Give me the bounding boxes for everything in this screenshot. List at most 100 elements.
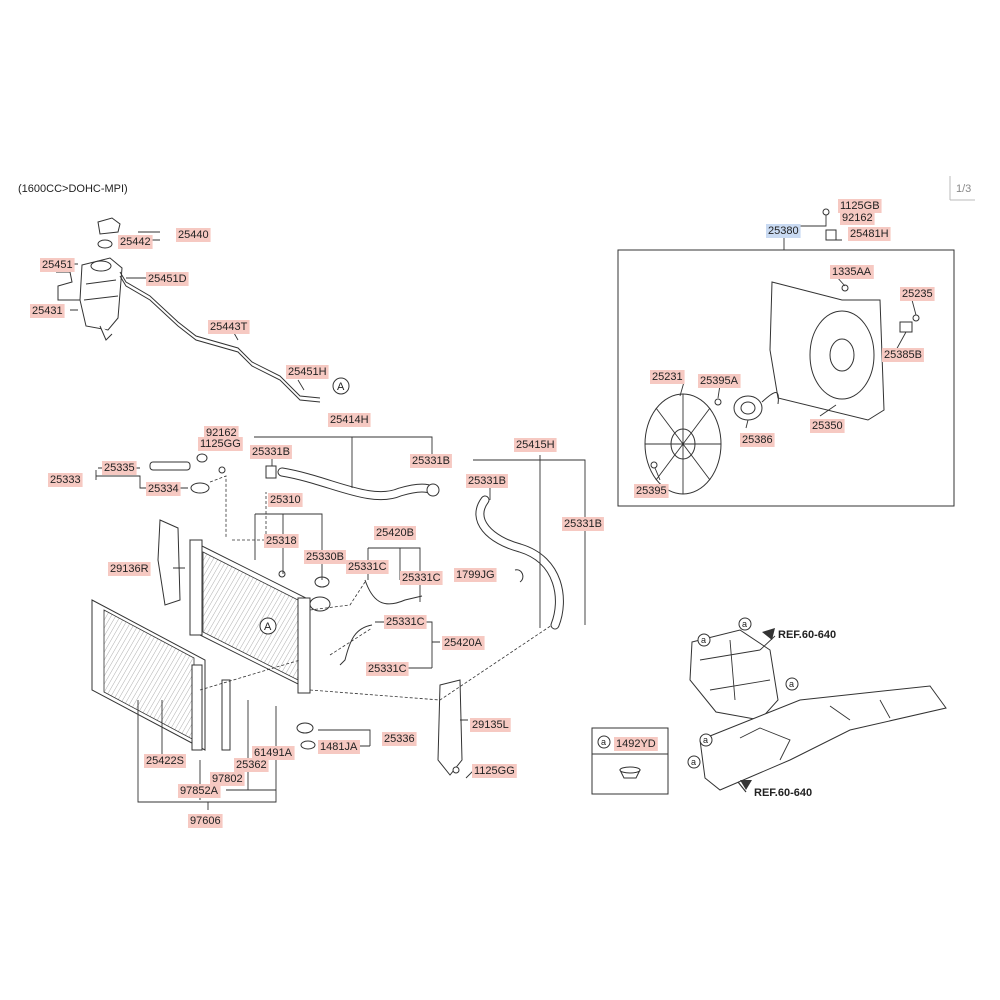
part-number: 25451 [42,259,73,271]
part-label-61491A[interactable]: 61491A [252,746,295,760]
part-label-1481JA[interactable]: 1481JA [318,740,360,754]
part-number: 25333 [50,474,81,486]
part-number: 25334 [148,483,179,495]
callout-a-1[interactable]: a [738,617,752,631]
part-label-92162[interactable]: 92162 [204,426,239,440]
clamp [265,465,277,479]
part-number: 61491A [254,747,293,759]
part-label-1492YD[interactable]: 1492YD [614,737,658,751]
part-label-bg [118,235,153,249]
part-label-25451D[interactable]: 25451D [146,272,189,286]
ref-label-2[interactable]: REF.60-640 [754,787,812,799]
part-label-25310[interactable]: 25310 [268,493,303,507]
part-label-25380[interactable]: 25380 [766,224,801,238]
part-label-1799JG[interactable]: 1799JG [454,568,497,582]
part-label-bg [466,474,508,488]
part-label-25330B[interactable]: 25330B [304,550,346,564]
part-label-25331B[interactable]: 25331B [466,474,508,488]
part-number: 25385B [884,349,922,361]
part-label-25386[interactable]: 25386 [740,433,775,447]
part-label-25335[interactable]: 25335 [102,461,137,475]
part-number: 25331C [386,616,425,628]
part-label-92162[interactable]: 92162 [840,211,875,225]
part-label-1125GB[interactable]: 1125GB [838,199,882,213]
callout-a-5[interactable]: a [687,755,701,769]
callout-a-table[interactable]: a [597,735,611,749]
small-hose-lower [339,624,373,666]
filler-neck [190,482,210,494]
part-label-25442[interactable]: 25442 [118,235,153,249]
part-label-25362[interactable]: 25362 [234,758,269,772]
part-label-1125GG[interactable]: 1125GG [472,764,517,778]
part-label-1125GG[interactable]: 1125GG [198,437,243,451]
callout-a-2[interactable]: a [697,633,711,647]
part-label-bg [208,320,250,334]
part-label-25451H[interactable]: 25451H [286,365,329,379]
callout-A-radiator[interactable]: A [259,617,277,635]
part-label-25440[interactable]: 25440 [176,228,211,242]
part-label-bg [766,224,801,238]
part-number: 25231 [652,371,683,383]
part-label-bg [146,272,189,286]
part-label-bg [328,413,371,427]
part-label-bg [400,571,443,585]
part-label-25331C[interactable]: 25331C [366,662,409,676]
part-label-1335AA[interactable]: 1335AA [830,265,874,279]
part-label-bg [268,493,303,507]
part-label-bg [830,265,874,279]
part-number: 25330B [306,551,344,563]
part-label-25443T[interactable]: 25443T [208,320,250,334]
part-label-25231[interactable]: 25231 [650,370,685,384]
part-number: 25310 [270,494,301,506]
part-label-25331C[interactable]: 25331C [384,615,427,629]
part-label-bg [374,526,416,540]
callout-letter: A [337,381,345,393]
part-label-25481H[interactable]: 25481H [848,227,891,241]
part-label-bg [40,258,75,272]
part-label-97606[interactable]: 97606 [188,814,223,828]
part-label-25451[interactable]: 25451 [40,258,75,272]
part-label-25431[interactable]: 25431 [30,304,65,318]
part-label-25331C[interactable]: 25331C [400,571,443,585]
part-label-25350[interactable]: 25350 [810,419,845,433]
part-label-25415H[interactable]: 25415H [514,438,557,452]
upper-hose [277,467,437,501]
ref-label-1[interactable]: REF.60-640 [778,629,836,641]
part-label-25422S[interactable]: 25422S [144,754,186,768]
part-label-bg [454,568,497,582]
part-label-29135L[interactable]: 29135L [470,718,511,732]
part-label-bg [650,370,685,384]
part-label-25395A[interactable]: 25395A [698,374,741,388]
mount-bushing [300,740,316,750]
page-indicator[interactable]: 1/3 [949,176,975,201]
part-label-25331B[interactable]: 25331B [410,454,452,468]
callout-a-3[interactable]: a [785,677,799,691]
part-number: 25362 [236,759,267,771]
part-label-25420A[interactable]: 25420A [442,636,485,650]
part-label-29136R[interactable]: 29136R [108,562,151,576]
part-label-25414H[interactable]: 25414H [328,413,371,427]
part-label-25331B[interactable]: 25331B [562,517,604,531]
part-label-25235[interactable]: 25235 [900,287,935,301]
part-label-bg [366,662,409,676]
body-frame-rail [699,685,947,791]
part-label-bg [882,348,924,362]
part-label-97802[interactable]: 97802 [210,772,245,786]
part-label-25334[interactable]: 25334 [146,482,181,496]
part-label-25318[interactable]: 25318 [264,534,299,548]
part-label-25395[interactable]: 25395 [634,484,669,498]
callout-A-reservoir[interactable]: A [332,377,350,395]
part-label-25333[interactable]: 25333 [48,473,83,487]
part-label-25336[interactable]: 25336 [382,732,417,746]
part-label-bg [840,211,875,225]
part-label-25385B[interactable]: 25385B [882,348,924,362]
part-label-25420B[interactable]: 25420B [374,526,416,540]
clip [650,461,658,469]
part-number: 25422S [146,755,184,767]
part-label-bg [144,754,186,768]
part-label-25331C[interactable]: 25331C [346,560,389,574]
part-label-97852A[interactable]: 97852A [178,784,221,798]
part-label-25331B[interactable]: 25331B [250,445,292,459]
callout-a-4[interactable]: a [699,733,713,747]
